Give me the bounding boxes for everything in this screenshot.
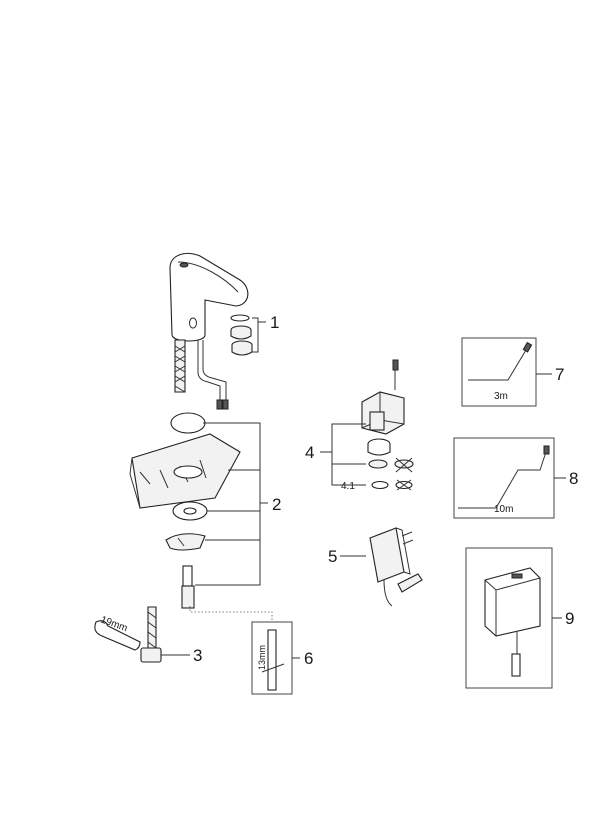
cable-10m-label: 10m (494, 504, 513, 515)
hose-and-wrench: 19mm (94, 606, 190, 663)
mounting-set (129, 412, 268, 609)
callout-8: 8 (569, 469, 578, 488)
callout-2: 2 (272, 495, 281, 514)
callout-1: 1 (270, 313, 279, 332)
callout-7: 7 (555, 365, 564, 384)
cable-3m-label: 3m (494, 391, 508, 402)
callout-4-1: 4.1 (341, 481, 355, 492)
faucet-body (169, 252, 249, 410)
battery-box (465, 547, 562, 689)
tool-size-label: 13mm (257, 645, 267, 670)
cable-3m-box: 3m (461, 337, 552, 407)
callout-5: 5 (328, 547, 337, 566)
reference-line (189, 606, 273, 622)
callout-6: 6 (304, 649, 313, 668)
callout-4: 4 (305, 443, 314, 462)
solenoid-valve (320, 359, 414, 491)
callout-3: 3 (193, 646, 202, 665)
cable-10m-box: 10m (453, 437, 566, 519)
callout-9: 9 (565, 609, 574, 628)
power-adapter (340, 527, 423, 607)
aerator-set (230, 314, 266, 356)
tool-box: 13mm (251, 621, 300, 695)
